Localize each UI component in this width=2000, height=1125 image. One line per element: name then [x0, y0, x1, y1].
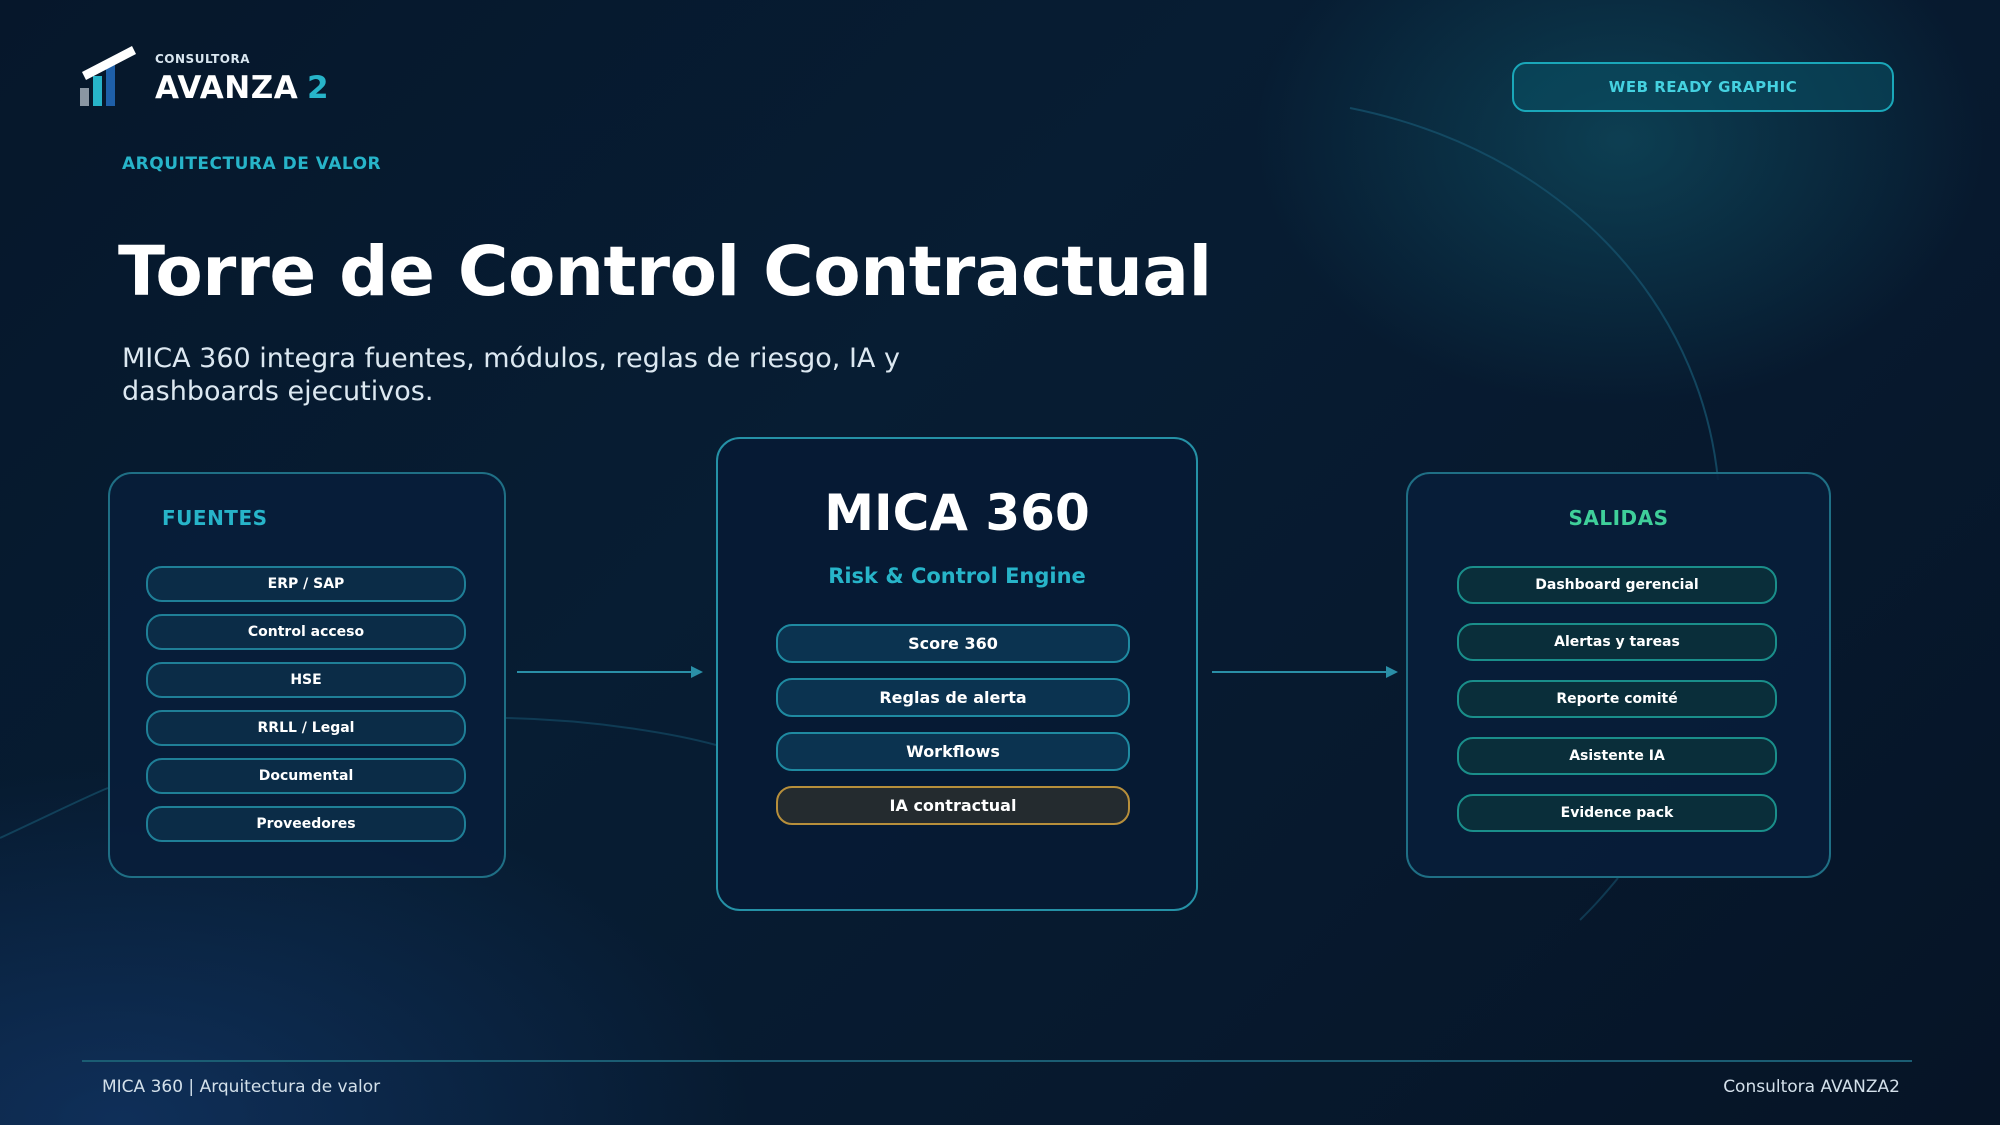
page-subtitle: MICA 360 integra fuentes, módulos, regla… [122, 343, 900, 407]
output-item: Reporte comité [1457, 680, 1777, 718]
core-module: Reglas de alerta [776, 678, 1130, 717]
web-ready-badge: WEB READY GRAPHIC [1512, 62, 1894, 112]
core-subtitle: Risk & Control Engine [828, 564, 1086, 588]
outputs-title: SALIDAS [1568, 506, 1669, 530]
output-item: Asistente IA [1457, 737, 1777, 775]
core-title: MICA 360 [824, 484, 1090, 542]
sources-title: FUENTES [162, 506, 268, 530]
arrow-core-to-outputs [1212, 666, 1398, 678]
source-item: Control acceso [146, 614, 466, 650]
arrow-sources-to-core [517, 666, 703, 678]
footer-left-text: MICA 360 | Arquitectura de valor [102, 1077, 381, 1097]
footer-divider [82, 1060, 1912, 1062]
output-item: Dashboard gerencial [1457, 566, 1777, 604]
core-panel [716, 437, 1198, 911]
output-item: Alertas y tareas [1457, 623, 1777, 661]
source-item: Proveedores [146, 806, 466, 842]
core-module-ia: IA contractual [776, 786, 1130, 825]
avanza-logo-icon [80, 46, 136, 106]
footer-right-text: Consultora AVANZA2 [1723, 1077, 1900, 1097]
brand-name: AVANZA [155, 70, 299, 106]
source-item: HSE [146, 662, 466, 698]
page-title: Torre de Control Contractual [118, 232, 1212, 312]
brand-number: 2 [307, 70, 329, 106]
core-module: Workflows [776, 732, 1130, 771]
core-module: Score 360 [776, 624, 1130, 663]
brand-caption: CONSULTORA [155, 52, 251, 66]
source-item: Documental [146, 758, 466, 794]
output-item: Evidence pack [1457, 794, 1777, 832]
source-item: ERP / SAP [146, 566, 466, 602]
section-eyebrow: ARQUITECTURA DE VALOR [122, 154, 382, 174]
source-item: RRLL / Legal [146, 710, 466, 746]
